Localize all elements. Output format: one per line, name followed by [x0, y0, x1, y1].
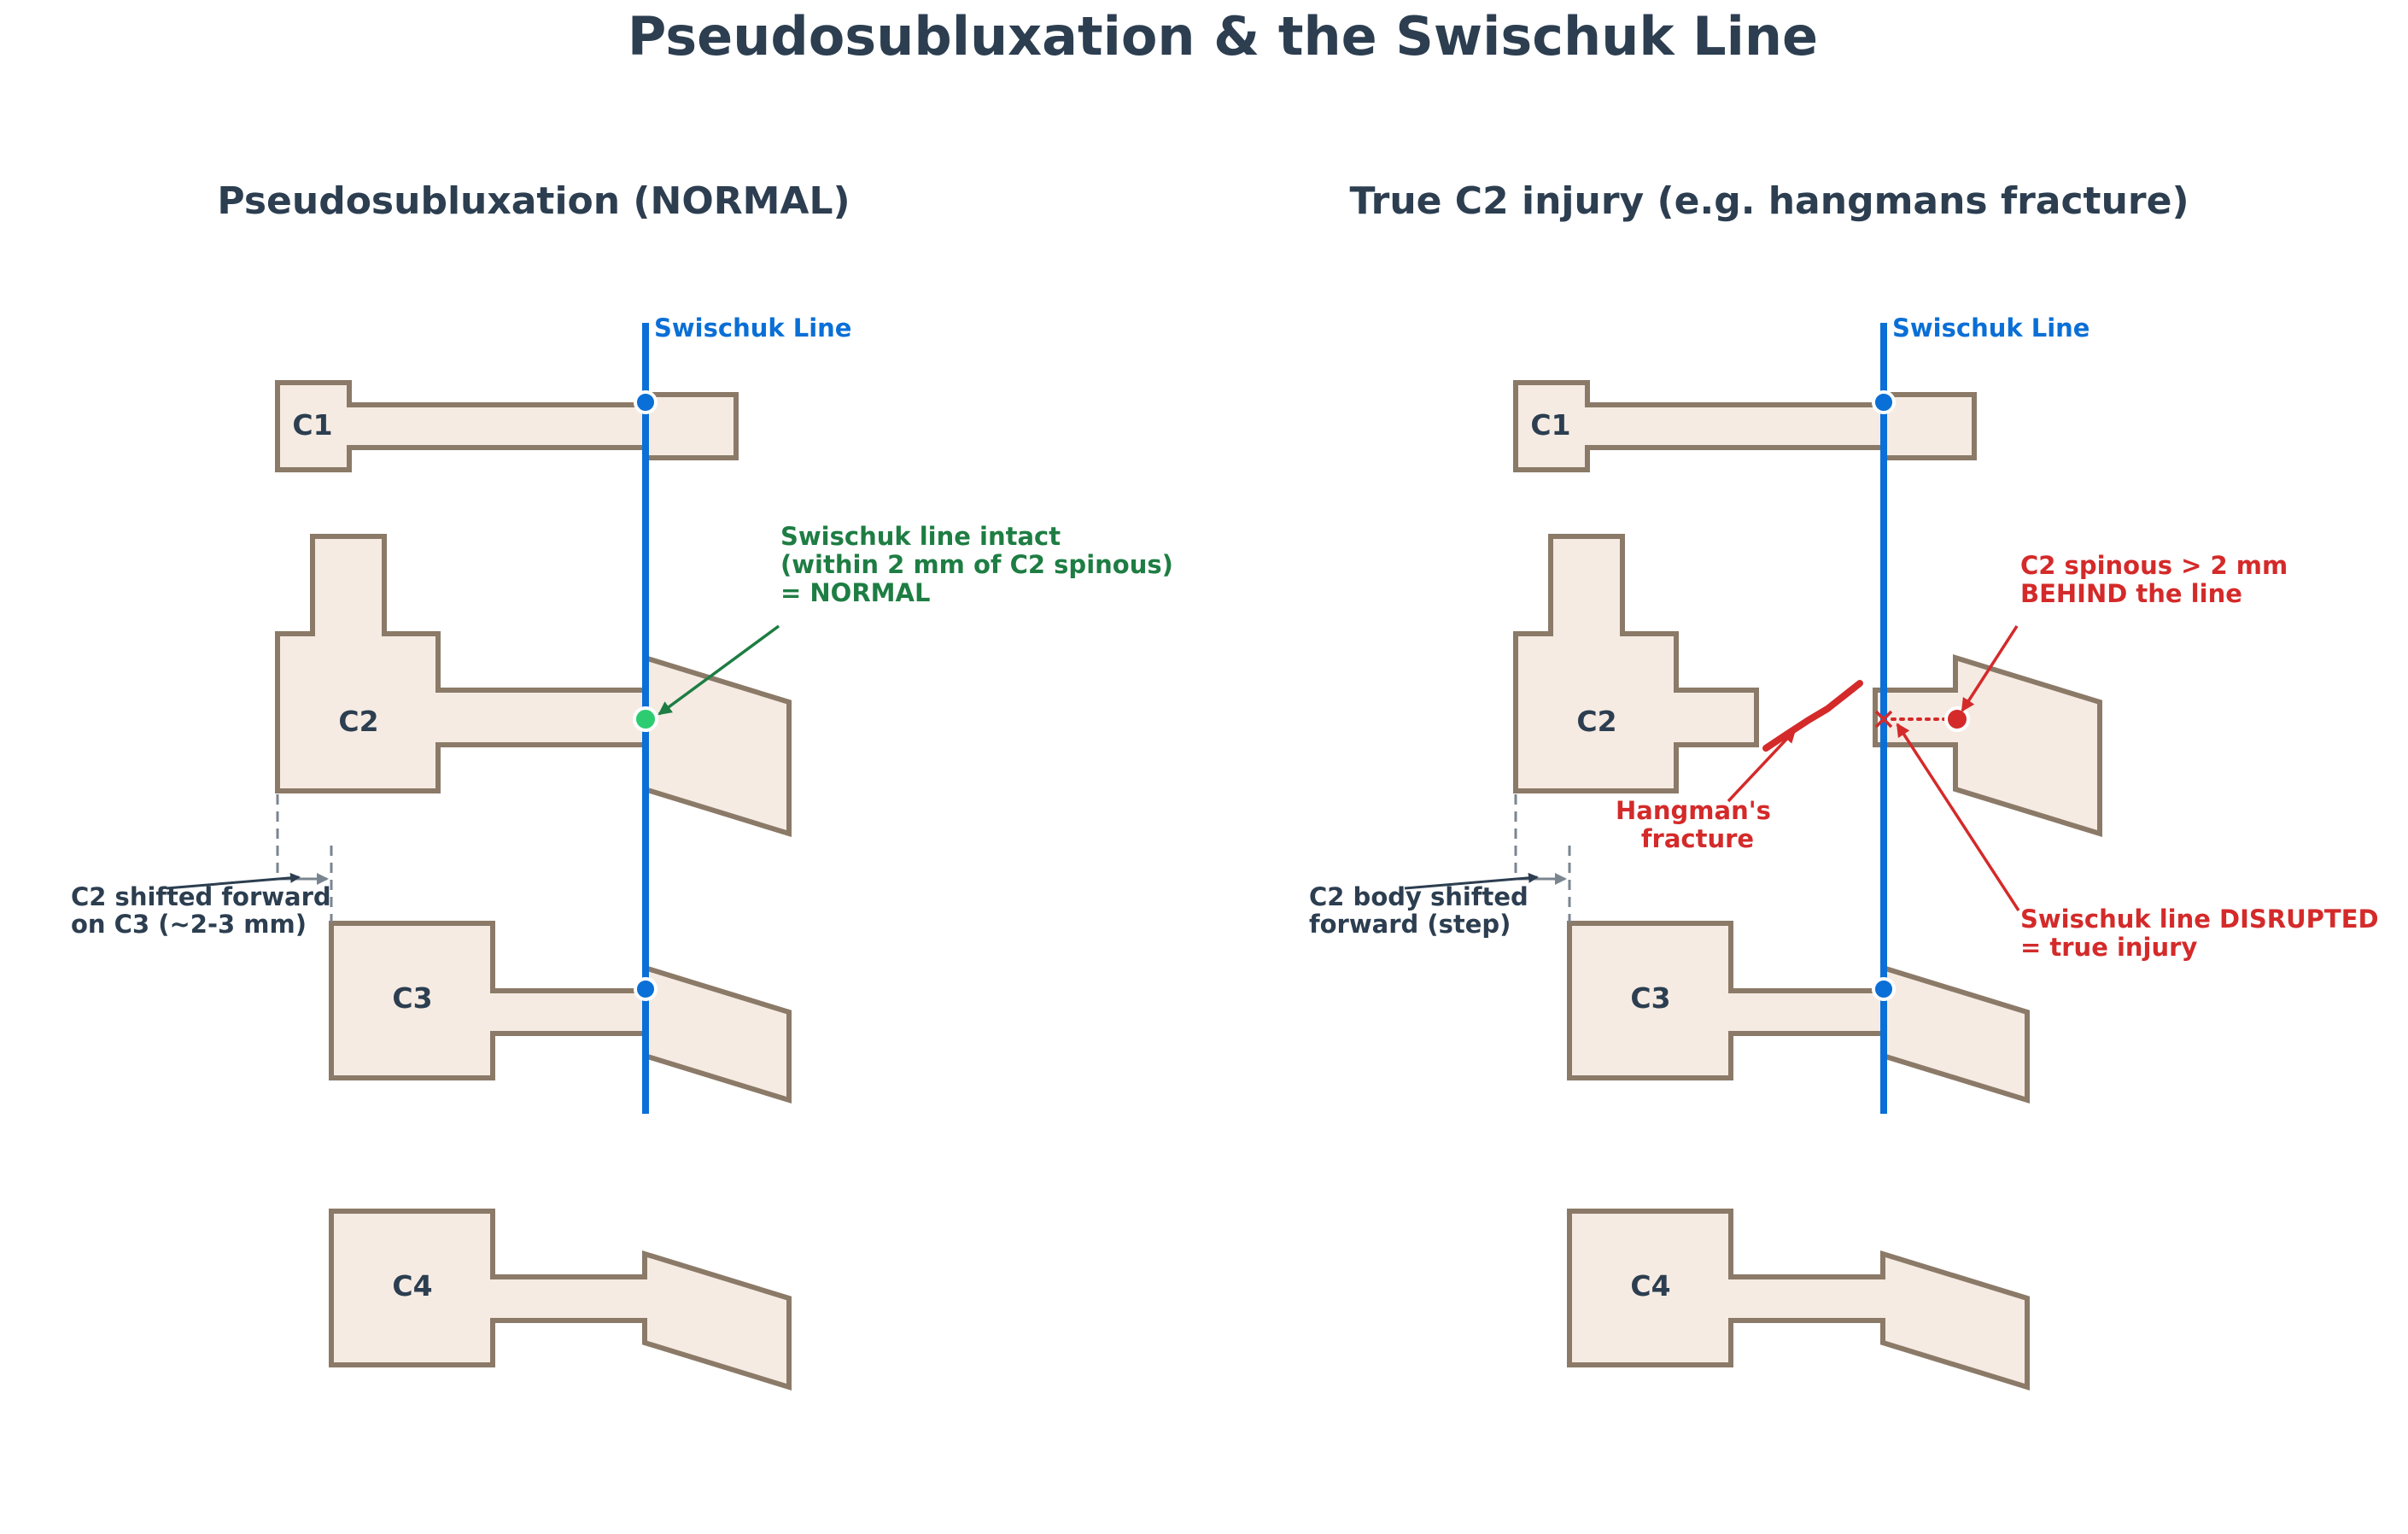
vertebra-label-c3: C3	[392, 981, 432, 1015]
vertebra-c2	[275, 534, 647, 793]
vertebra-label-c4-right: C4	[1630, 1269, 1670, 1303]
disrupted-note: Swischuk line DISRUPTED = true injury	[2020, 905, 2388, 962]
shift-note-left: C2 shifted forward on C3 (~2-3 mm)	[71, 882, 340, 939]
vertebra-label-c4: C4	[392, 1269, 432, 1303]
intact-arrow	[658, 624, 780, 716]
vertebra-c4-right	[1567, 1209, 2030, 1391]
fracture-note: Hangman's fracture	[1616, 796, 1780, 853]
vertebra-c3-right	[1567, 921, 2030, 1104]
swischuk-line-label-right: Swischuk Line	[1892, 313, 2089, 343]
vertebra-label-c1-right: C1	[1530, 408, 1570, 442]
vertebra-label-c2: C2	[338, 705, 378, 738]
vertebra-c3	[329, 921, 647, 1080]
vertebra-c1-right	[1513, 380, 1977, 472]
left-panel-title: Pseudosubluxation (NORMAL)	[217, 179, 850, 223]
fracture-line	[1762, 680, 1863, 752]
vertebra-label-c1: C1	[292, 408, 332, 442]
left-panel: Pseudosubluxation (NORMAL) C1 C2 C3 C4 S…	[71, 179, 1182, 1391]
spinous-note-arrow	[1961, 625, 2019, 712]
expected-position-cross	[1874, 710, 1893, 729]
vertebra-c2-posterior-fragment	[1873, 653, 2102, 838]
fracture-note-arrow	[1727, 729, 1797, 803]
shift-note-right: C2 body shifted forward (step)	[1309, 882, 1537, 939]
disrupted-note-arrow	[1896, 723, 2020, 911]
vertebra-label-c2-right: C2	[1576, 705, 1616, 738]
shift-note-pointer-left	[166, 872, 301, 890]
vertebra-c1	[275, 380, 739, 472]
right-panel-title: True C2 injury (e.g. hangmans fracture)	[1349, 179, 2189, 223]
c3-spinous-process	[642, 963, 792, 1104]
intact-note: Swischuk line intact (within 2 mm of C2 …	[780, 522, 1182, 607]
spinous-note: C2 spinous > 2 mm BEHIND the line	[2020, 551, 2296, 608]
c2-spinous-process	[642, 653, 792, 838]
c1-line-point-right	[1872, 390, 1896, 414]
vertebra-c4	[329, 1209, 792, 1391]
c1-line-point-left	[634, 390, 658, 414]
c2-spinous-point-displaced	[1944, 706, 1970, 732]
main-title: Pseudosubluxation & the Swischuk Line	[628, 5, 1818, 67]
c3-line-point-right	[1872, 977, 1896, 1001]
right-panel: True C2 injury (e.g. hangmans fracture) …	[1309, 179, 2388, 1391]
shift-note-pointer-right	[1404, 872, 1539, 890]
vertebra-c2-anterior-fragment	[1513, 534, 1759, 793]
c3-line-point-left	[634, 977, 658, 1001]
c2-spinous-point-normal	[633, 706, 658, 732]
vertebra-label-c3-right: C3	[1630, 981, 1670, 1015]
swischuk-line-label-left: Swischuk Line	[654, 313, 851, 343]
